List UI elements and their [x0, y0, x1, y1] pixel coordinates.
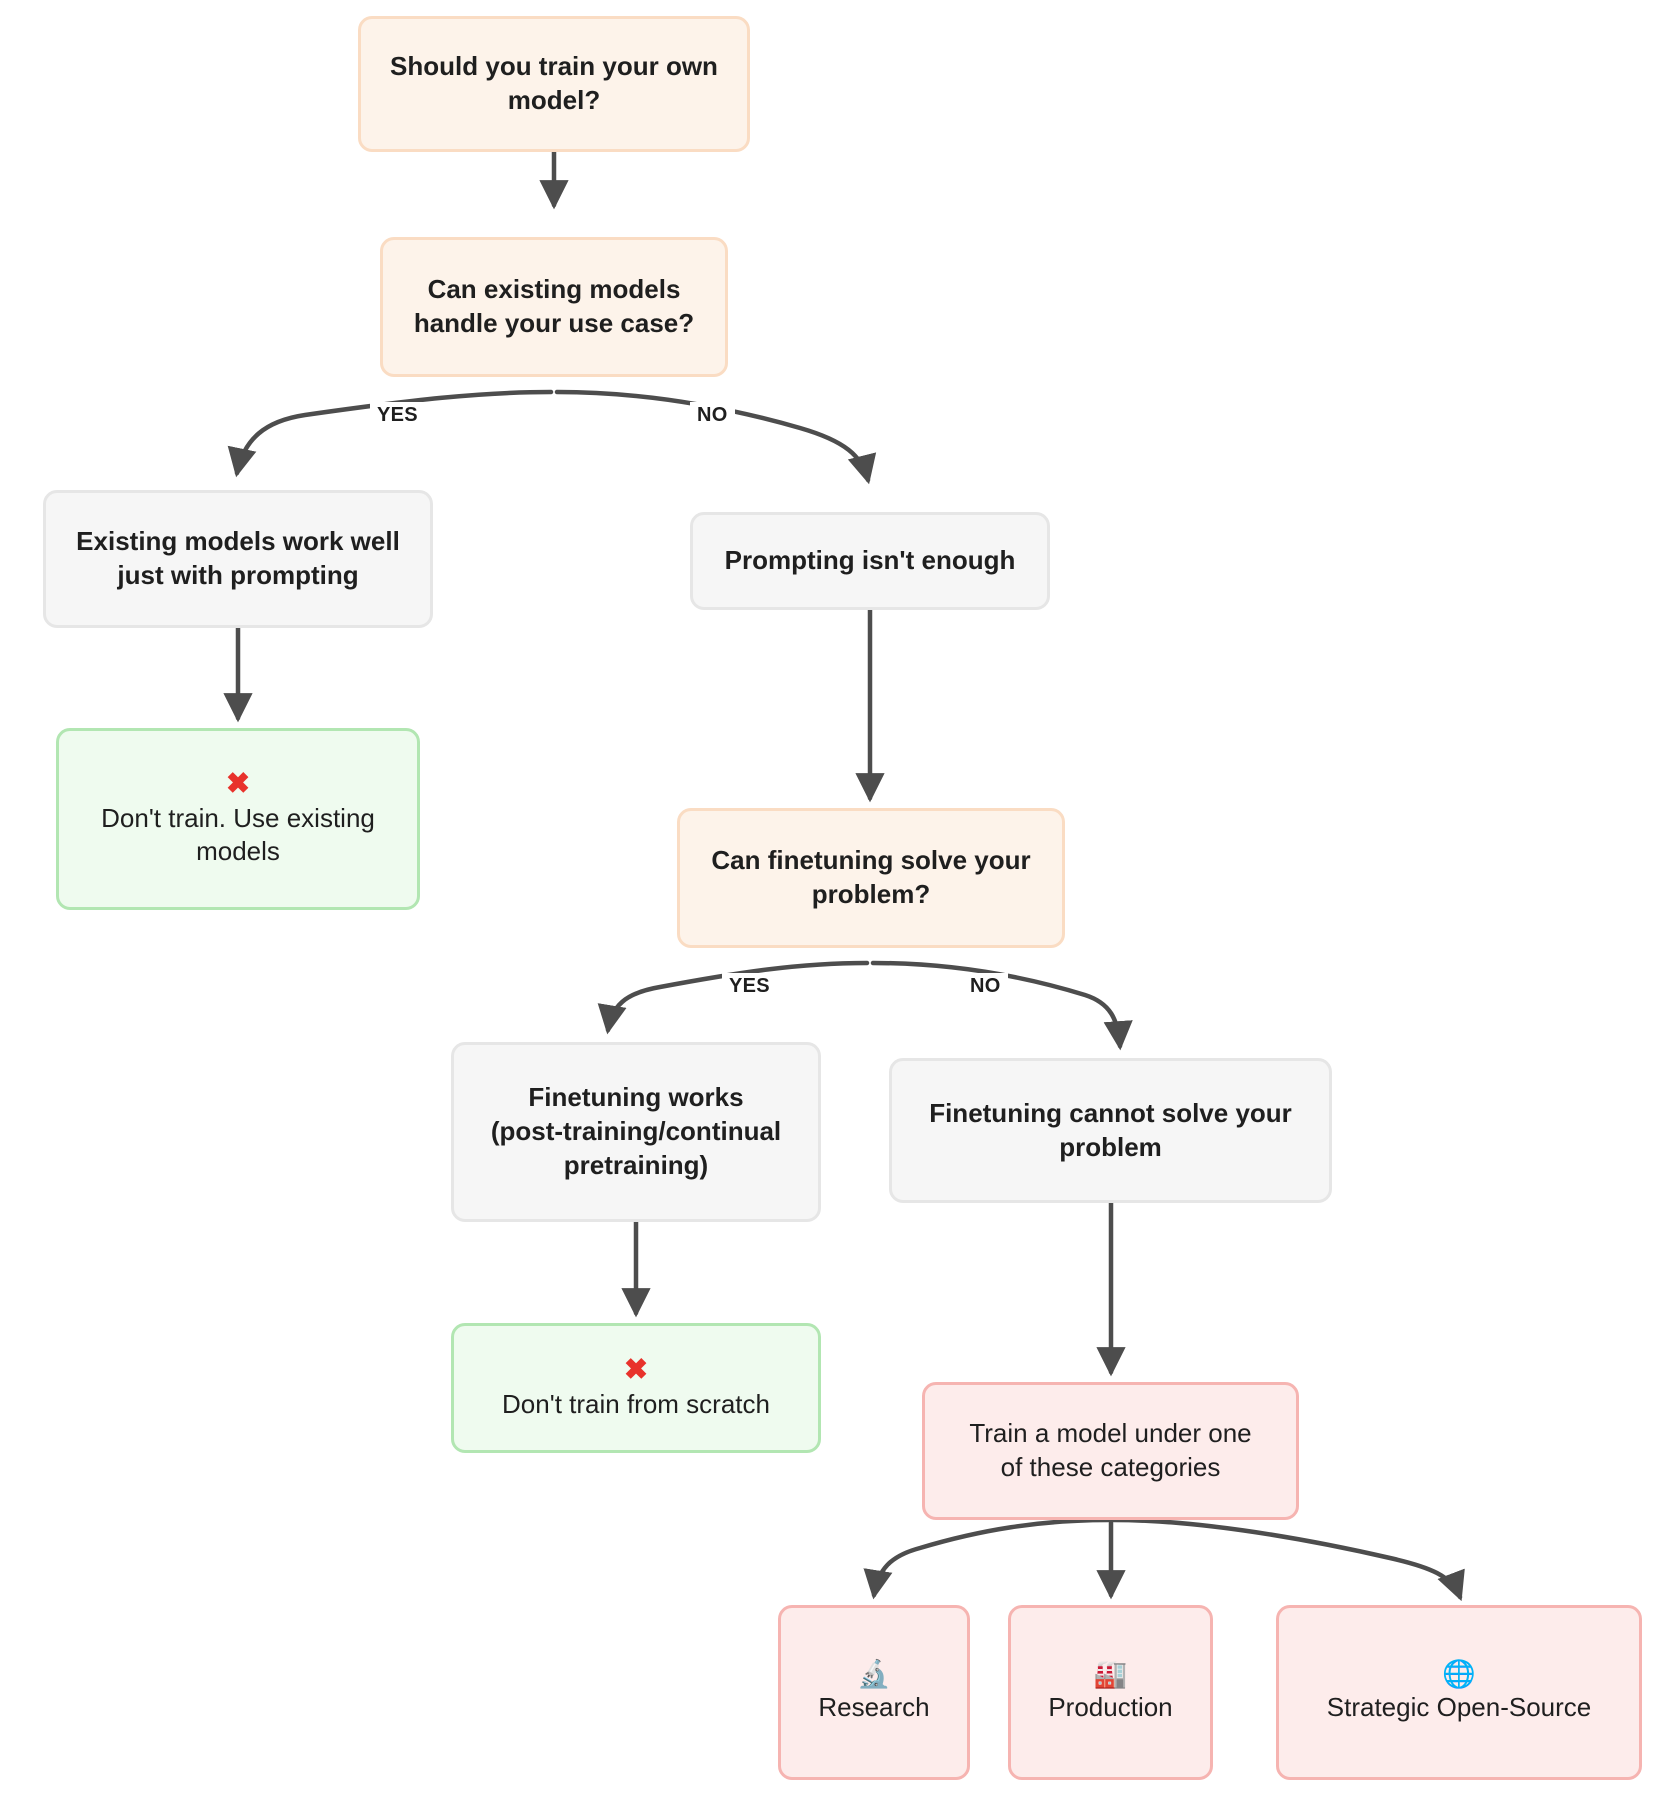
node-finetuning-works-label: Finetuning works (post-training/continua…: [490, 1082, 782, 1180]
node-prompting-works[interactable]: Existing models work well just with prom…: [43, 490, 433, 628]
node-train-model[interactable]: Train a model under one of these categor…: [922, 1382, 1299, 1520]
edge-train-model-to-research: [863, 1517, 1111, 1600]
node-category-production-label: Production: [1048, 1692, 1173, 1723]
edge-label-existing-no: NO: [690, 402, 735, 429]
node-prompting-not-enough-label: Prompting isn't enough: [724, 545, 1016, 576]
node-question-finetuning-label: Can finetuning solve your problem?: [711, 845, 1031, 909]
factory-icon: 🏭: [1093, 1658, 1128, 1689]
node-question-existing-models-label: Can existing models handle your use case…: [413, 274, 695, 338]
node-dont-train-from-scratch-label: Don't train from scratch: [502, 1388, 770, 1419]
node-question-finetuning[interactable]: Can finetuning solve your problem?: [677, 808, 1065, 948]
node-prompting-not-enough[interactable]: Prompting isn't enough: [690, 512, 1050, 610]
globe-icon: 🌐: [1442, 1658, 1476, 1689]
node-root[interactable]: Should you train your own model?: [358, 16, 750, 152]
microscope-icon: 🔬: [857, 1658, 891, 1689]
node-dont-train-label: Don't train. Use existing models: [101, 802, 375, 867]
node-dont-train[interactable]: ✖ Don't train. Use existing models: [56, 728, 420, 910]
edge-train-model-to-opensource: [1111, 1517, 1465, 1602]
node-root-label: Should you train your own model?: [390, 51, 718, 115]
node-finetuning-works[interactable]: Finetuning works (post-training/continua…: [451, 1042, 821, 1222]
node-category-production[interactable]: 🏭 Production: [1008, 1605, 1213, 1780]
edge-label-finetune-yes: YES: [722, 973, 777, 1000]
node-question-existing-models[interactable]: Can existing models handle your use case…: [380, 237, 728, 377]
node-finetuning-fails-label: Finetuning cannot solve your problem: [929, 1097, 1292, 1162]
node-finetuning-fails[interactable]: Finetuning cannot solve your problem: [889, 1058, 1332, 1203]
node-category-research[interactable]: 🔬 Research: [778, 1605, 970, 1780]
node-train-model-label: Train a model under one of these categor…: [969, 1418, 1252, 1482]
node-category-research-label: Research: [818, 1692, 930, 1723]
cross-mark-icon: ✖: [623, 1353, 649, 1386]
node-dont-train-from-scratch[interactable]: ✖ Don't train from scratch: [451, 1323, 821, 1453]
node-category-open-source-label: Strategic Open-Source: [1326, 1692, 1592, 1723]
cross-mark-icon: ✖: [225, 767, 251, 800]
edge-label-finetune-no: NO: [963, 973, 1008, 1000]
node-category-open-source[interactable]: 🌐 Strategic Open-Source: [1276, 1605, 1642, 1780]
node-prompting-works-label: Existing models work well just with prom…: [76, 526, 400, 590]
edge-label-existing-yes: YES: [370, 402, 425, 429]
